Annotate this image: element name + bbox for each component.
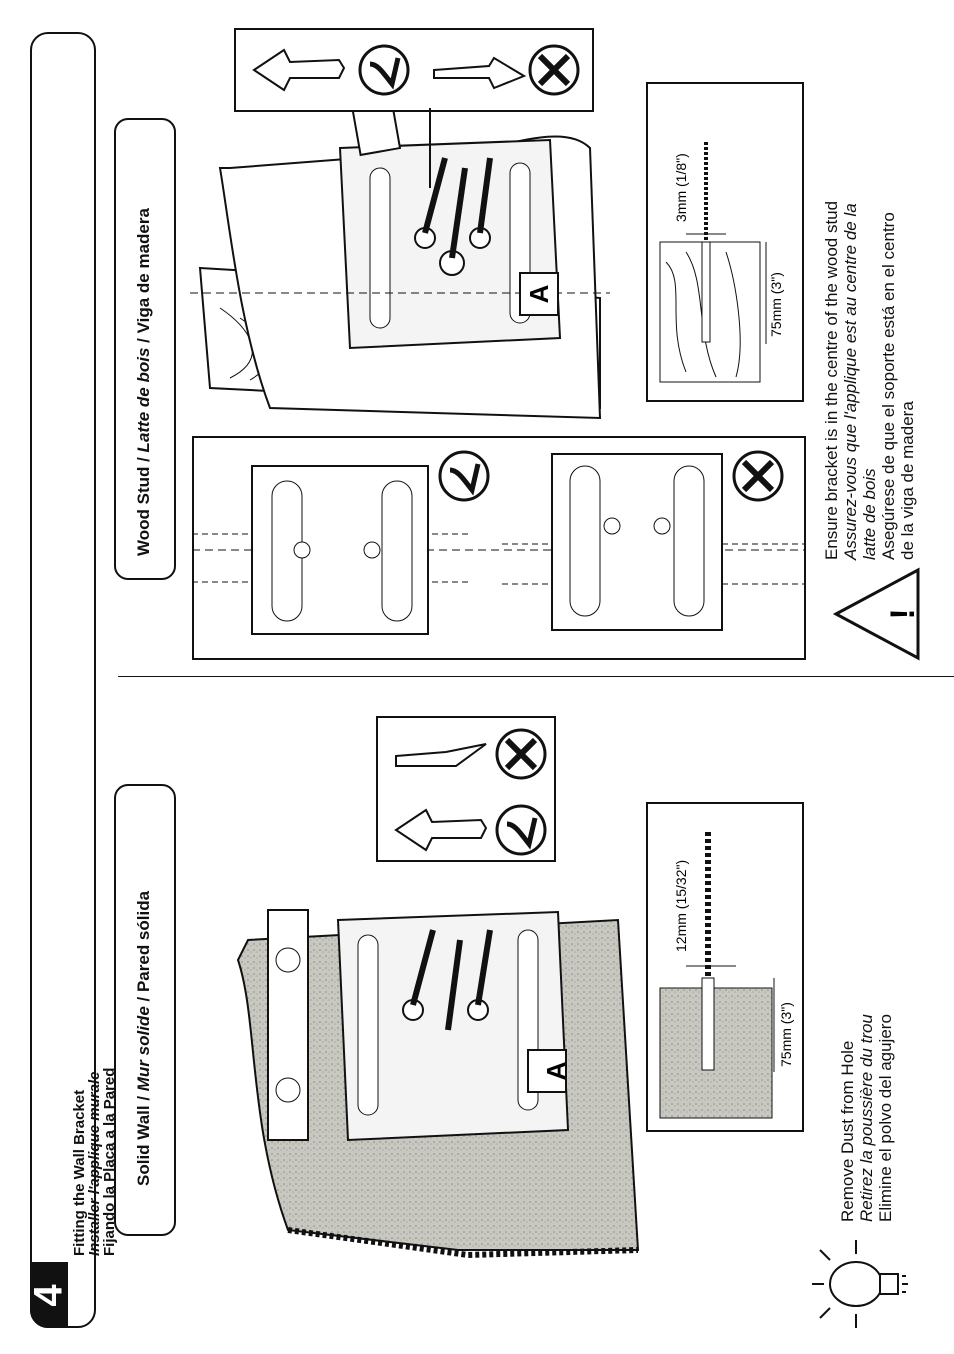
cross-mark-icon	[528, 44, 580, 96]
wood-stud-title-pill	[114, 118, 176, 580]
stud-alignment-comparison	[192, 436, 806, 660]
tip-es: Elimine el polvo del agujero	[876, 1014, 895, 1222]
step-number: 4	[26, 1283, 71, 1307]
warning-triangle-icon: !	[832, 567, 922, 661]
wood-stud-bracket-label: A	[524, 284, 554, 303]
solid-wall-illustration: A	[236, 909, 640, 1259]
step-header-bar	[30, 32, 96, 1328]
solid-wall-drill-size: 12mm (15/32")	[673, 860, 689, 952]
wood-stud-illustration: A	[190, 28, 610, 420]
warning-es-line2: de la viga de madera	[898, 401, 917, 560]
check-mark-icon	[358, 44, 410, 96]
light-bulb-icon	[812, 1240, 908, 1328]
wood-stud-marking-callout	[234, 28, 594, 112]
step-titles: Fitting the Wall Bracket Installer l'app…	[71, 1068, 118, 1256]
tip-fr: Retirez la poussière du trou	[857, 1014, 876, 1222]
solid-wall-title: Solid Wall / Mur solide / Pared sólida	[134, 890, 153, 1186]
solid-wall-drill-depth: 75mm (3")	[778, 1002, 794, 1067]
warning-fr-line2: latte de bois	[860, 468, 879, 560]
warning-en: Ensure bracket is in the centre of the w…	[822, 200, 841, 560]
check-mark-icon	[438, 450, 490, 502]
solid-wall-drill-detail: 75mm (3") 12mm (15/32")	[646, 802, 804, 1132]
step-title-en: Fitting the Wall Bracket	[71, 1089, 88, 1256]
wood-stud-drill-size: 3mm (1/8")	[673, 153, 689, 222]
wood-stud-drill-detail: 75mm (3") 3mm (1/8")	[646, 82, 804, 402]
cross-mark-icon	[495, 728, 547, 780]
wood-stud-warning-text: Ensure bracket is in the centre of the w…	[822, 201, 917, 560]
solid-wall-tip-text: Remove Dust from Hole Retirez la poussiè…	[838, 1014, 895, 1222]
callout-pointer	[429, 108, 431, 188]
step-title-fr: Installer l'applique murale	[86, 1071, 103, 1256]
section-divider	[118, 676, 954, 677]
warning-symbol: !	[884, 608, 922, 619]
warning-fr-line1: Assurez-vous que l'applique est au centr…	[841, 203, 860, 560]
step-number-tab	[30, 1262, 68, 1328]
solid-wall-bracket-label: A	[541, 1061, 571, 1080]
solid-wall-marking-callout	[376, 716, 556, 862]
check-mark-icon	[495, 804, 547, 856]
wood-stud-title: Wood Stud / Latte de bois / Viga de made…	[134, 208, 153, 556]
wood-stud-drill-depth: 75mm (3")	[768, 272, 784, 337]
solid-wall-title-pill	[114, 784, 176, 1236]
warning-es-line1: Asegúrese de que el soporte está en el c…	[879, 212, 898, 560]
tip-en: Remove Dust from Hole	[838, 1040, 857, 1222]
cross-mark-icon	[732, 450, 784, 502]
